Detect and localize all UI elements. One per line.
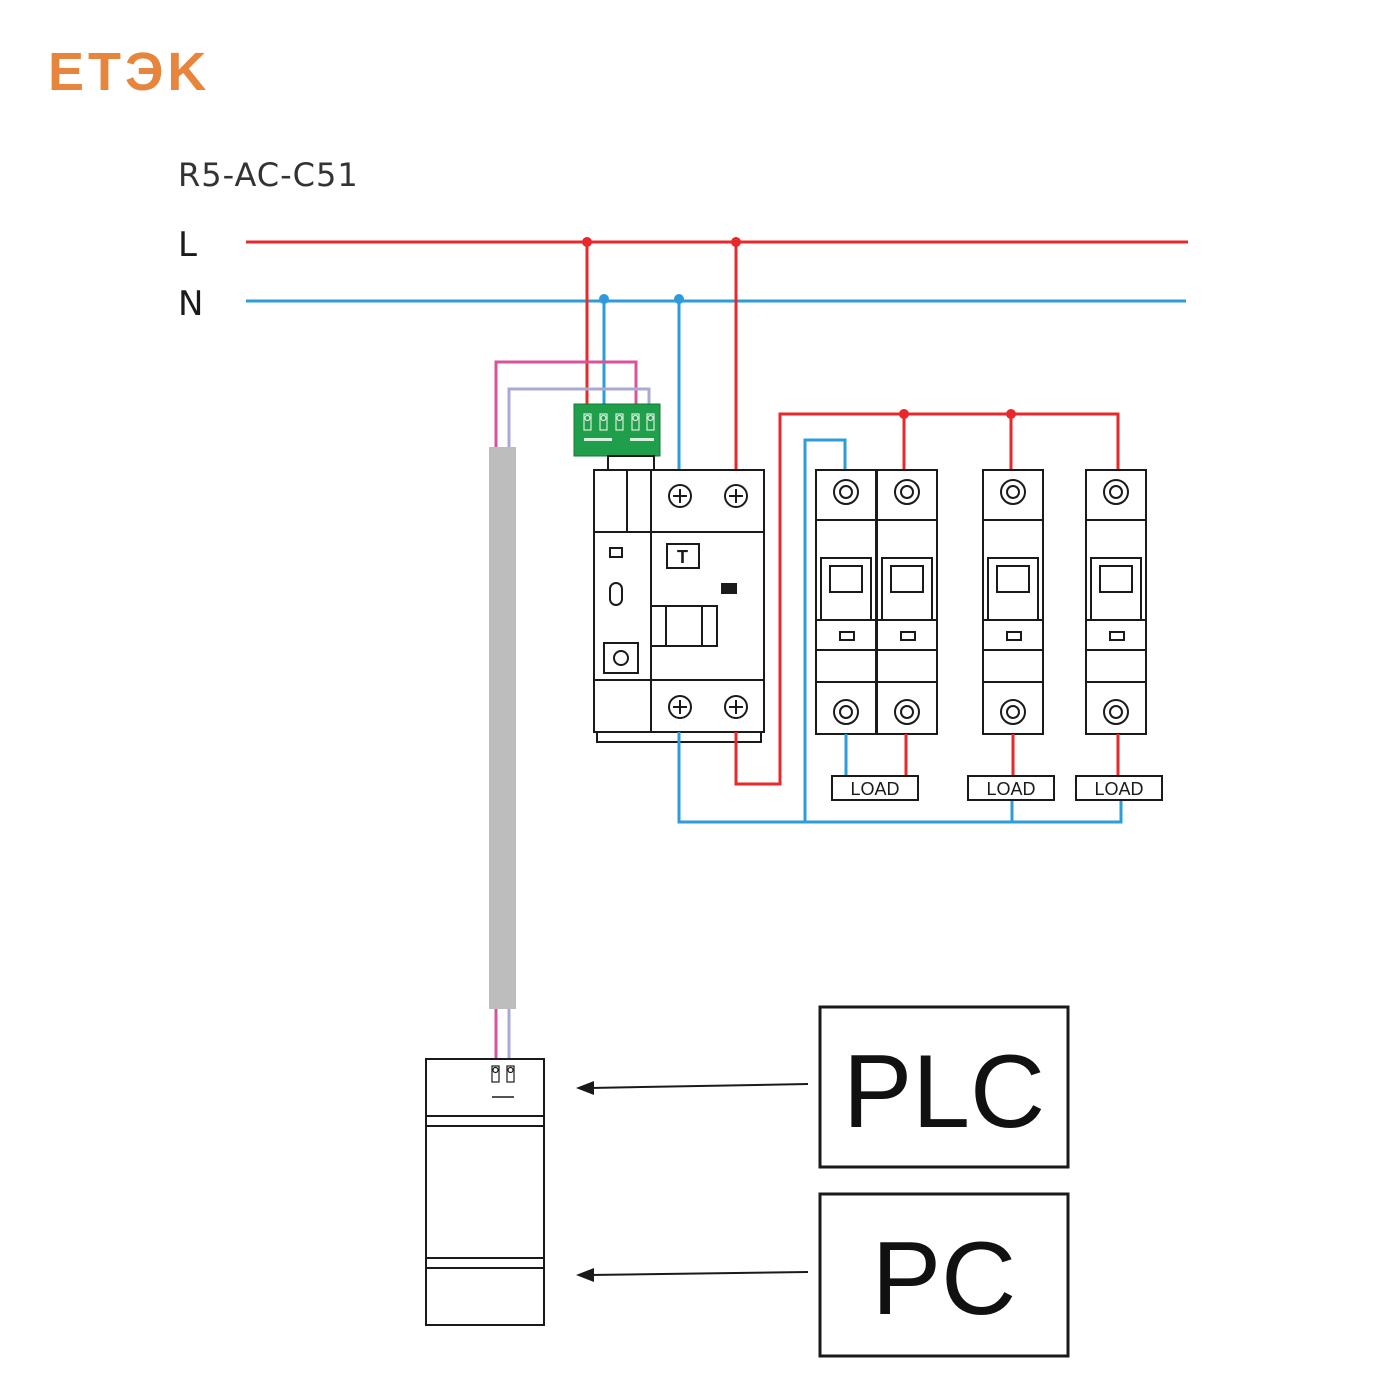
brand-logo: ETЭK: [48, 42, 210, 102]
load-label: LOAD: [986, 779, 1035, 799]
plc-box: PLC: [818, 1005, 1070, 1169]
neutral-line-label: N: [178, 284, 203, 324]
load-box-2: LOAD: [967, 775, 1055, 801]
mcb-breaker-1: [815, 469, 877, 735]
pc-box: PC: [818, 1192, 1070, 1358]
communication-cable: [489, 447, 516, 1009]
mcb-breaker-2: [876, 469, 938, 735]
pc-label: PC: [872, 1221, 1016, 1337]
signal-wire-a: [494, 360, 638, 450]
load-box-3: LOAD: [1075, 775, 1163, 801]
load-label: LOAD: [1094, 779, 1143, 799]
svg-text:T: T: [677, 547, 688, 567]
live-line-label: L: [178, 225, 197, 265]
mcb-breaker-4: [1085, 469, 1147, 735]
load-label: LOAD: [850, 779, 899, 799]
arrow-to-gateway: [576, 1268, 809, 1282]
load-box-1: LOAD: [831, 775, 919, 801]
model-label: R5-AC-C51: [178, 156, 359, 194]
gateway-device: [425, 1058, 545, 1326]
junction-dot: [1006, 409, 1016, 419]
junction-dot: [899, 409, 909, 419]
mcb-breaker-3: [982, 469, 1044, 735]
rs485-terminal-block: [573, 403, 661, 457]
signal-wire-b: [507, 387, 651, 450]
plc-label: PLC: [843, 1034, 1045, 1150]
neutral-wire: [677, 732, 1123, 824]
smart-breaker: T: [593, 455, 765, 743]
live-wire: [734, 412, 1120, 786]
arrow-to-gateway: [576, 1081, 809, 1095]
neutral-wire: [803, 438, 847, 822]
